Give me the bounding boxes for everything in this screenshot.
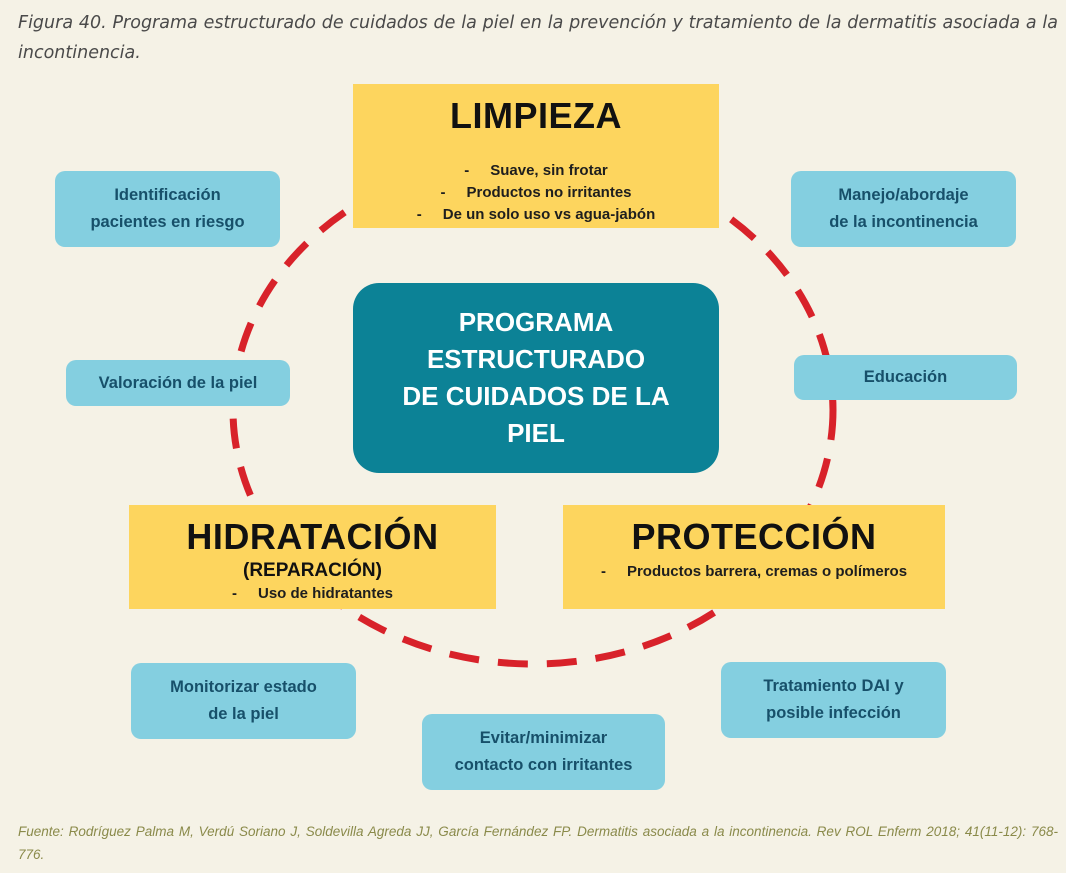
hidratacion-subtitle: (REPARACIÓN) <box>243 560 382 581</box>
proteccion-bullets: Productos barrera, cremas o polímeros <box>563 561 945 583</box>
center-line-2: ESTRUCTURADO <box>426 344 646 374</box>
identificacion-line-2: pacientes en riesgo <box>90 213 245 231</box>
monitorizar-line-1: Monitorizar estado <box>170 678 317 696</box>
hidratacion-box: HIDRATACIÓN (REPARACIÓN) Uso de hidratan… <box>129 505 496 609</box>
limpieza-bullet-3: De un solo uso vs agua-jabón <box>353 204 719 226</box>
manejo-line-2: de la incontinencia <box>829 213 978 231</box>
center-line-4: PIEL <box>507 418 565 448</box>
manejo-line-1: Manejo/abordaje <box>838 186 969 204</box>
source-citation: Fuente: Rodríguez Palma M, Verdú Soriano… <box>18 824 1058 862</box>
box-educacion: Educación <box>794 355 1017 400</box>
proteccion-bullet-1: Productos barrera, cremas o polímeros <box>563 561 945 583</box>
limpieza-bullets: Suave, sin frotar Productos no irritante… <box>353 160 719 226</box>
valoracion-line-1: Valoración de la piel <box>98 373 258 392</box>
hidratacion-title: HIDRATACIÓN <box>186 516 439 557</box>
center-program-title: PROGRAMA ESTRUCTURADO DE CUIDADOS DE LA … <box>402 304 669 452</box>
tratamiento-line-2: posible infección <box>766 704 901 722</box>
limpieza-bullet-1: Suave, sin frotar <box>353 160 719 182</box>
proteccion-title: PROTECCIÓN <box>631 516 877 557</box>
limpieza-bullet-2: Productos no irritantes <box>353 182 719 204</box>
tratamiento-line-1: Tratamiento DAI y <box>763 677 904 695</box>
evitar-line-1: Evitar/minimizar <box>479 729 608 747</box>
center-line-3: DE CUIDADOS DE LA <box>402 381 670 411</box>
evitar-line-2: contacto con irritantes <box>454 756 633 774</box>
center-line-1: PROGRAMA <box>458 307 614 337</box>
limpieza-title: LIMPIEZA <box>450 95 622 136</box>
identificacion-line-1: Identificación <box>114 186 221 204</box>
box-tratamiento: Tratamiento DAI y posible infección <box>721 662 946 738</box>
box-valoracion: Valoración de la piel <box>66 360 290 406</box>
box-monitorizar: Monitorizar estado de la piel <box>131 663 356 739</box>
hidratacion-bullets: Uso de hidratantes <box>129 583 496 605</box>
box-manejo: Manejo/abordaje de la incontinencia <box>791 171 1016 247</box>
limpieza-box: LIMPIEZA Suave, sin frotar Productos no … <box>353 84 719 228</box>
hidratacion-bullet-1: Uso de hidratantes <box>129 583 496 605</box>
monitorizar-line-2: de la piel <box>208 705 279 723</box>
box-evitar: Evitar/minimizar contacto con irritantes <box>422 714 665 790</box>
box-identificacion: Identificación pacientes en riesgo <box>55 171 280 247</box>
proteccion-box: PROTECCIÓN Productos barrera, cremas o p… <box>563 505 945 609</box>
center-program-box: PROGRAMA ESTRUCTURADO DE CUIDADOS DE LA … <box>353 283 719 473</box>
educacion-line-1: Educación <box>863 368 948 386</box>
figure-caption: Figura 40. Programa estructurado de cuid… <box>18 13 1058 63</box>
